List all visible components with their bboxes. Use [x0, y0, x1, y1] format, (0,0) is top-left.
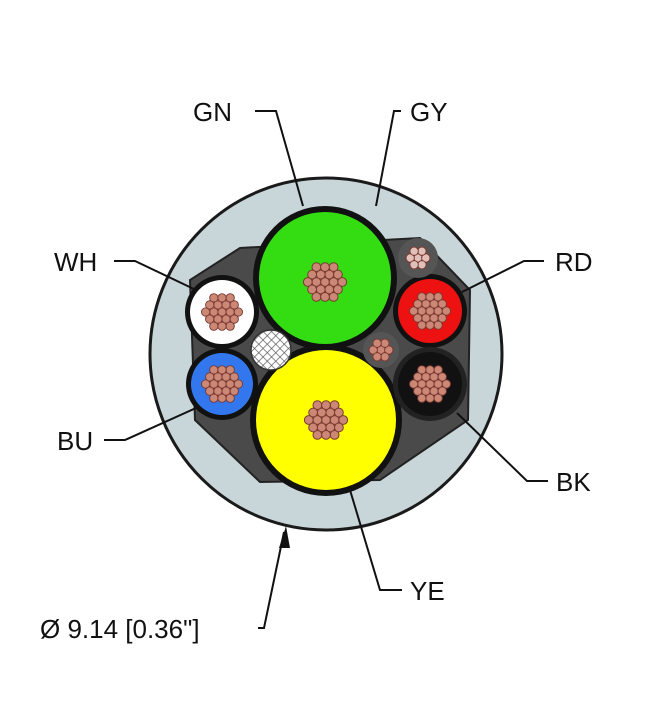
drain-wire-gy [398, 238, 438, 278]
label-gy: GY [410, 97, 448, 127]
label-gn: GN [193, 97, 232, 127]
leader-wh [114, 260, 197, 291]
leader-bk [456, 412, 548, 482]
diameter-arrowhead [279, 526, 290, 548]
conductor-bu [186, 348, 258, 420]
conductor-rd [393, 274, 467, 348]
label-rd: RD [555, 247, 593, 277]
label-wh: WH [54, 247, 97, 277]
conductor-ye [250, 344, 402, 496]
conductor-gn [253, 206, 397, 350]
leader-diameter [258, 531, 285, 629]
leader-gn [255, 110, 304, 207]
conductor-bk [393, 347, 467, 421]
conductor-wh [185, 275, 259, 349]
label-diameter: Ø 9.14 [0.36"] [40, 614, 200, 644]
label-bk: BK [556, 467, 591, 497]
label-ye: YE [410, 576, 445, 606]
braided-shield-icon [250, 329, 292, 371]
leader-ye [349, 489, 402, 591]
leader-bu [104, 407, 197, 441]
drain-wire [363, 332, 399, 368]
leader-gy [375, 110, 401, 207]
leader-rd [461, 260, 544, 293]
label-bu: BU [57, 426, 93, 456]
